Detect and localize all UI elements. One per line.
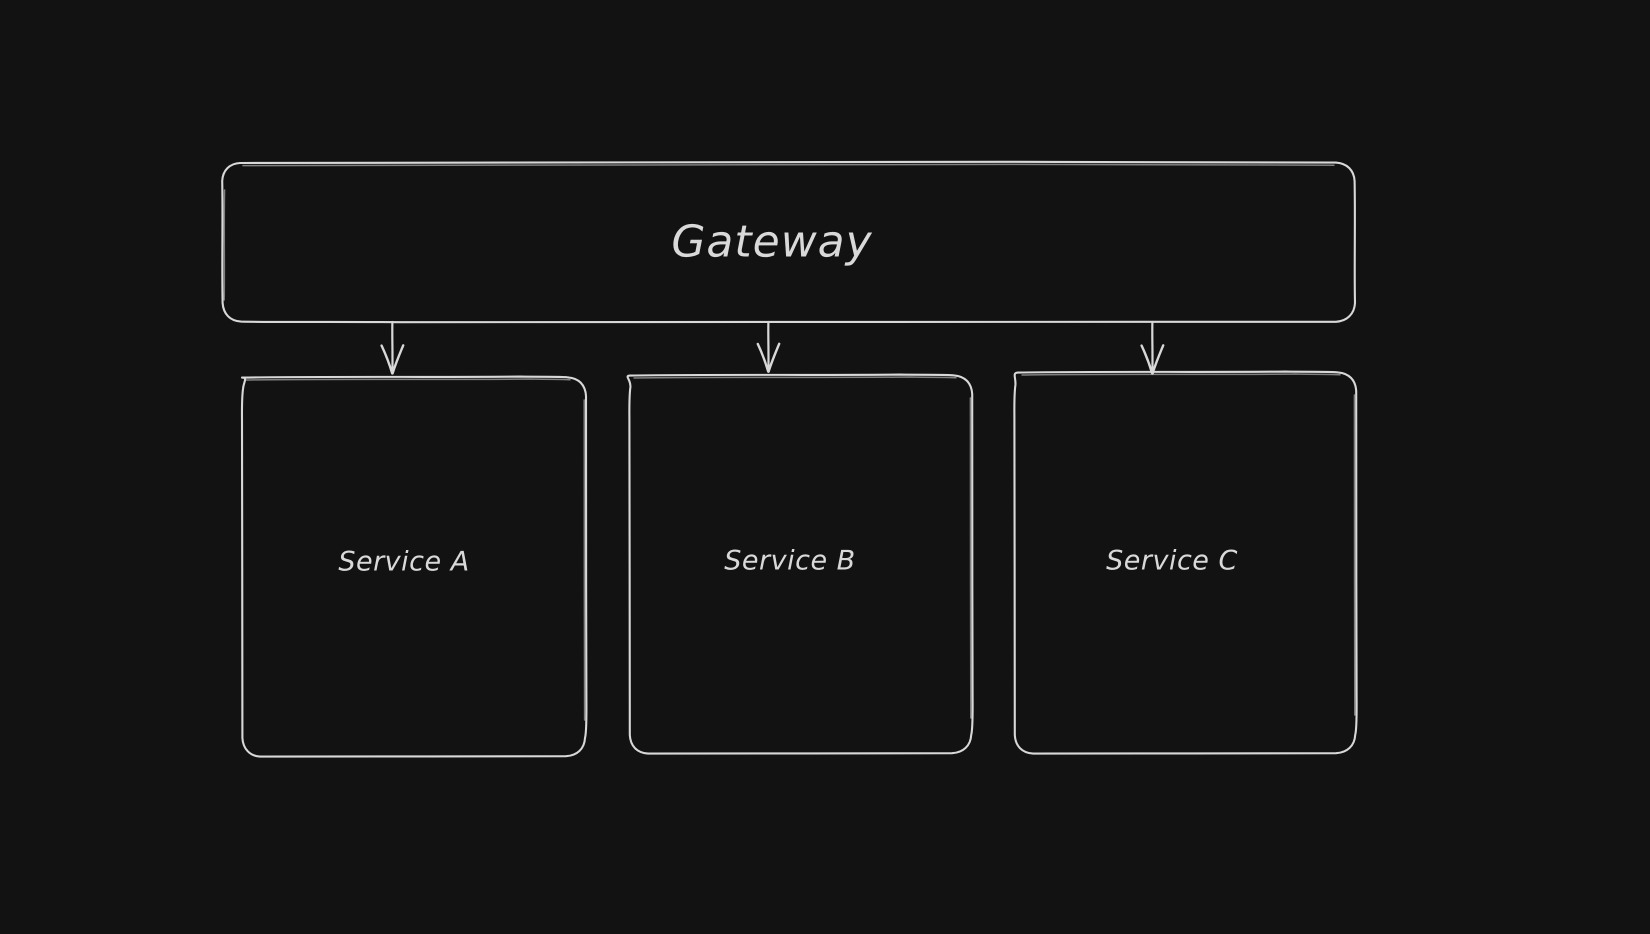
node-service-a-shape[interactable]: [240, 375, 588, 758]
node-gateway-shape[interactable]: [221, 160, 1357, 324]
edge-gateway-to-service-c[interactable]: [1140, 320, 1165, 375]
node-service-c-shape[interactable]: [1013, 370, 1358, 755]
edge-gateway-to-service-a[interactable]: [380, 320, 405, 375]
node-gateway[interactable]: [222, 162, 1355, 322]
node-service-b[interactable]: [612, 375, 972, 752]
node-service-a[interactable]: [224, 377, 585, 755]
node-service-b-shape[interactable]: [626, 373, 974, 755]
edge-gateway-to-service-b[interactable]: [756, 320, 781, 373]
node-service-c[interactable]: [1000, 372, 1356, 752]
